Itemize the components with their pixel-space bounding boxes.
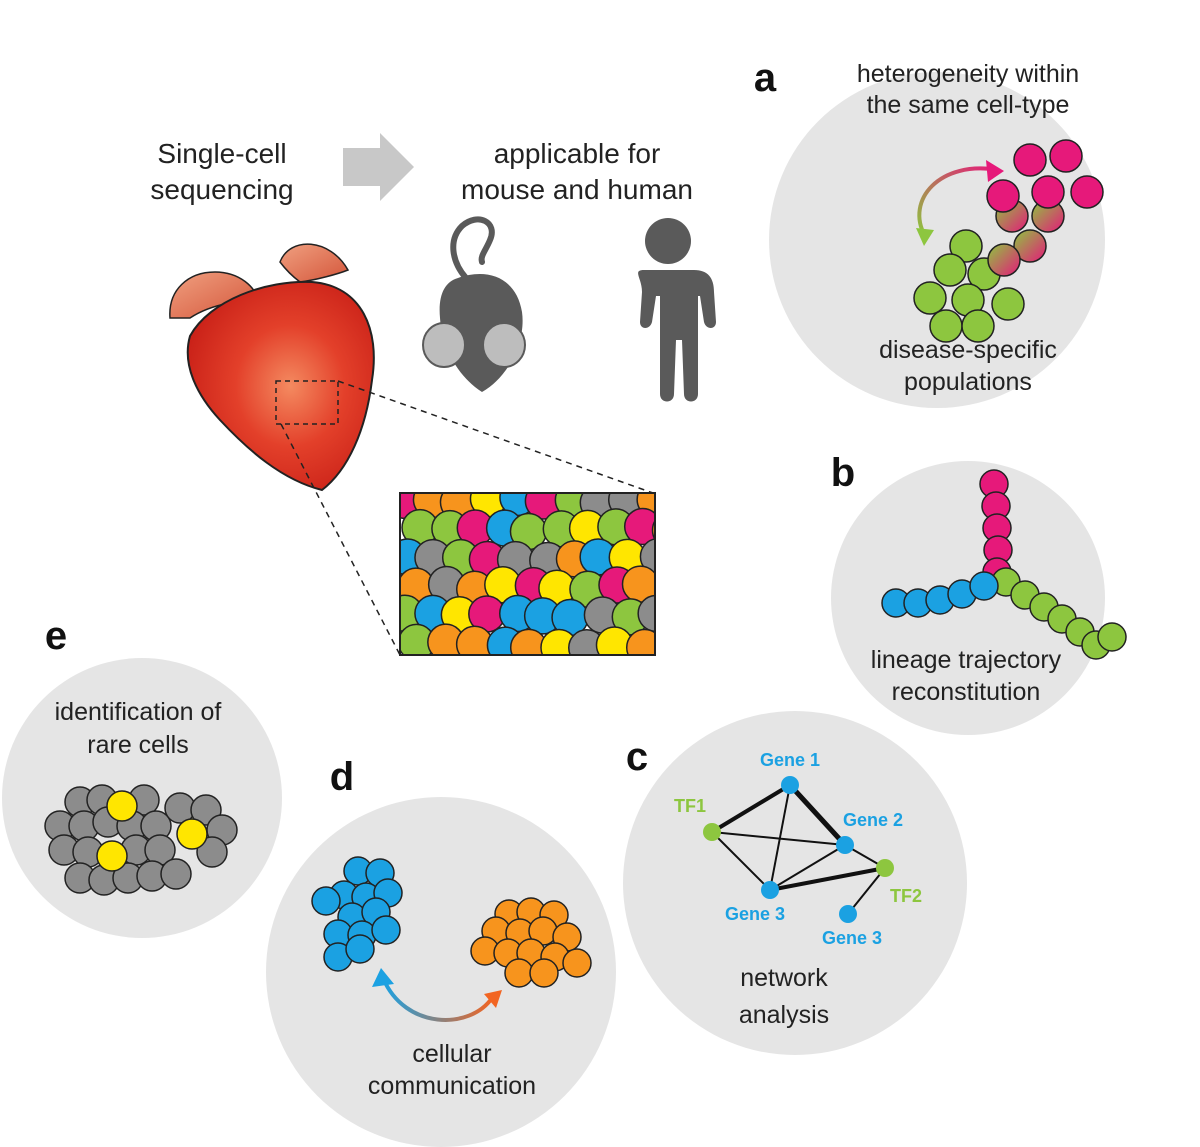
cell-mosaic [399, 492, 692, 664]
panel-e-caption-line2: rare cells [87, 731, 188, 759]
intro-left-line1: Single-cell [157, 138, 286, 169]
arrowhead-green-icon [916, 228, 934, 246]
panel-a-cell-clusters [913, 139, 1104, 343]
blue-cell [969, 571, 999, 601]
panel-b-lineage-trajectory [881, 469, 1127, 660]
rare-yellow-cell [176, 818, 208, 850]
green-cell [933, 253, 967, 287]
rare-yellow-cell [106, 790, 138, 822]
green-cell [991, 287, 1025, 321]
panel-b-caption-line1: lineage trajectory [871, 646, 1062, 674]
blue-cell [311, 886, 341, 916]
transitioning-cell [987, 243, 1021, 277]
panel-a-top-caption-line2: the same cell-type [867, 91, 1070, 119]
panel-b-caption-line2: reconstitution [892, 678, 1041, 706]
panel-c-network [703, 776, 894, 923]
panel-e-cell-cluster [44, 784, 238, 896]
node-gene2 [836, 836, 854, 854]
arrowhead-blue-icon [372, 968, 394, 987]
mosaic-cell [623, 507, 655, 546]
mosaic-cell [654, 583, 655, 595]
orange-cell [562, 948, 592, 978]
green-cell [961, 309, 995, 343]
green-cell [913, 281, 947, 315]
pink-cell [986, 179, 1020, 213]
green-cell [1097, 622, 1127, 652]
panel-c-caption-line1: network [740, 964, 828, 992]
node-tf2 [876, 859, 894, 877]
pink-cell [1070, 175, 1104, 209]
intro-left-line2: sequencing [150, 174, 293, 205]
zoom-line-top [337, 380, 654, 494]
right-arrow-icon [343, 133, 414, 201]
node-gene1 [781, 776, 799, 794]
gray-cell [160, 858, 192, 890]
pink-cell [1049, 139, 1083, 173]
label-gene2: Gene 2 [843, 810, 903, 830]
panel-a-bottom-caption-line2: populations [904, 368, 1032, 396]
intro-right-line1: applicable for [494, 138, 661, 169]
panel-d-cell-clusters [311, 856, 592, 988]
mosaic-cell [639, 538, 655, 576]
human-icon [638, 218, 716, 402]
arrowhead-pink-icon [986, 160, 1004, 182]
panel-d-caption-line1: cellular [412, 1040, 491, 1068]
panel-c-caption-line2: analysis [739, 1001, 829, 1029]
panel-a-bottom-caption-line1: disease-specific [879, 336, 1057, 364]
mouse-icon [422, 216, 526, 392]
blue-cell [371, 915, 401, 945]
heart-icon [169, 243, 375, 492]
panel-b-letter: b [831, 451, 855, 495]
panel-c-background [623, 711, 967, 1055]
mosaic-cell [625, 628, 655, 655]
orange-cell [529, 958, 559, 988]
mosaic-cell [656, 628, 692, 664]
transitioning-cell [1013, 229, 1047, 263]
label-gene3-b: Gene 3 [822, 928, 882, 948]
panel-a-transition-arrow [917, 166, 999, 237]
panel-d-communication-arrow [381, 977, 494, 1022]
pink-cell [1031, 175, 1065, 209]
green-cell [949, 229, 983, 263]
zoom-region-box [275, 380, 339, 425]
rare-yellow-cell [96, 840, 128, 872]
orange-cell [504, 958, 534, 988]
panel-e-caption-line1: identification of [55, 698, 222, 726]
panel-a-letter: a [754, 56, 777, 100]
gray-cell [196, 836, 228, 868]
blue-cell [345, 934, 375, 964]
node-gene3-a [761, 881, 779, 899]
mosaic-cell [651, 519, 655, 541]
pink-cell [1013, 143, 1047, 177]
node-gene3-b [839, 905, 857, 923]
panel-c-letter: c [626, 735, 648, 779]
label-gene1: Gene 1 [760, 750, 820, 770]
mosaic-cell [637, 594, 655, 633]
panel-a-top-caption-line1: heterogeneity within [857, 60, 1079, 88]
panel-e-letter: e [45, 614, 67, 658]
label-tf1: TF1 [674, 796, 706, 816]
panel-d-letter: d [330, 755, 354, 799]
label-tf2: TF2 [890, 886, 922, 906]
label-gene3-a: Gene 3 [725, 904, 785, 924]
node-tf1 [703, 823, 721, 841]
arrowhead-orange-icon [484, 990, 502, 1008]
intro-right-line2: mouse and human [461, 174, 693, 205]
panel-d-caption-line2: communication [368, 1072, 536, 1100]
